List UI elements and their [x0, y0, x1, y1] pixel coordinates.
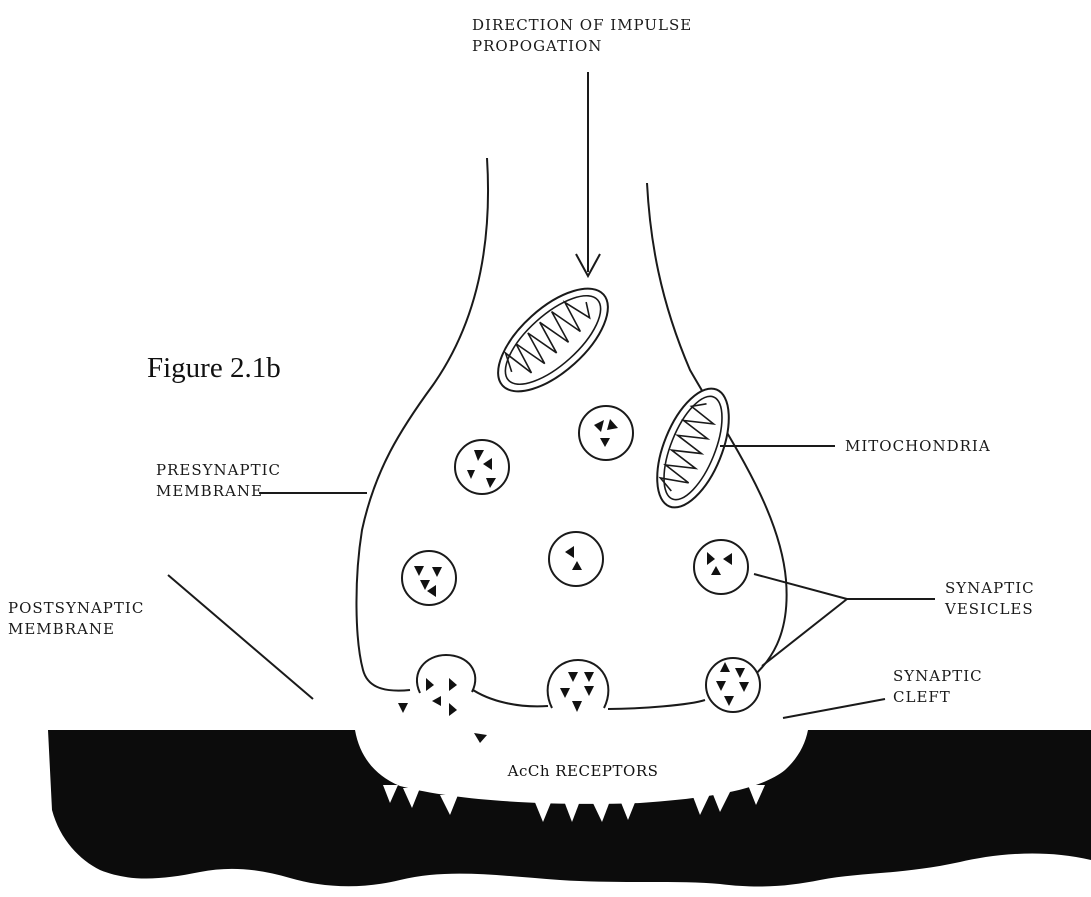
mitochondria-label: MITOCHONDRIA	[845, 436, 991, 457]
synaptic-vesicles-label: SYNAPTIC VESICLES	[945, 578, 1035, 620]
vesicle	[706, 658, 760, 712]
impulse-direction-label: DIRECTION OF IMPULSE PROPOGATION	[472, 15, 692, 57]
vesicle	[549, 532, 603, 586]
acch-receptors-label: AcCh RECEPTORS	[487, 750, 679, 792]
impulse-arrow	[576, 72, 600, 276]
vesicle	[579, 406, 633, 460]
vesicle	[402, 551, 456, 605]
synaptic-cleft-label: SYNAPTIC CLEFT	[893, 666, 983, 708]
vesicle	[455, 440, 509, 494]
presynaptic-membrane-label: PRESYNAPTIC MEMBRANE	[156, 460, 281, 502]
postsynaptic-membrane-label: POSTSYNAPTIC MEMBRANE	[8, 598, 144, 640]
fusing-vesicle	[548, 660, 609, 708]
figure-title: Figure 2.1b	[147, 352, 281, 385]
mitochondrion-lower	[643, 379, 744, 518]
fusing-vesicle	[417, 655, 475, 693]
presynaptic-membrane-outline	[356, 158, 488, 691]
vesicle	[694, 540, 748, 594]
mitochondrion-upper	[481, 271, 625, 410]
